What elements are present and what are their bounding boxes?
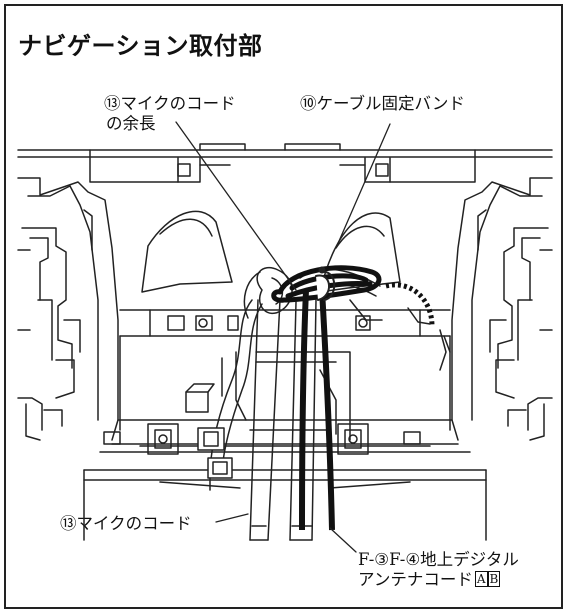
antenna-dashed-segment [385, 282, 435, 327]
antenna-cord-label-text: アンテナコード [358, 570, 473, 589]
mic-excess-label-line1: ⑬マイクのコード [104, 94, 236, 113]
page-title: ナビゲーション取付部 [18, 32, 263, 60]
mic-excess-label: ⑬マイクのコード の余長 [104, 94, 236, 134]
right-air-duct [319, 212, 401, 293]
center-mounting-frame [83, 309, 487, 541]
cable-band-label: ⑩ケーブル固定バンド [300, 94, 465, 113]
dashboard-top-edge [17, 143, 553, 183]
cable-band [315, 266, 336, 301]
mic-excess-label-line2: の余長 [106, 114, 156, 133]
left-air-duct [141, 210, 233, 293]
cable-knot [271, 265, 382, 303]
antenna-cord-pair [299, 289, 335, 531]
left-wire-bundle [197, 299, 263, 491]
mic-cord-label: ⑬マイクのコード [60, 514, 192, 533]
right-mounting-bracket [451, 177, 553, 441]
antenna-cord-label-line1: F-③F-④地上デジタル [358, 550, 519, 569]
left-mounting-bracket [17, 177, 119, 441]
antenna-jacket-tail [407, 307, 451, 371]
leader-lines [175, 121, 391, 553]
mic-cord-strip [249, 299, 281, 541]
antenna-box-b: B [487, 571, 501, 587]
diagram-frame [4, 4, 563, 609]
antenna-box-a: A [474, 571, 488, 587]
